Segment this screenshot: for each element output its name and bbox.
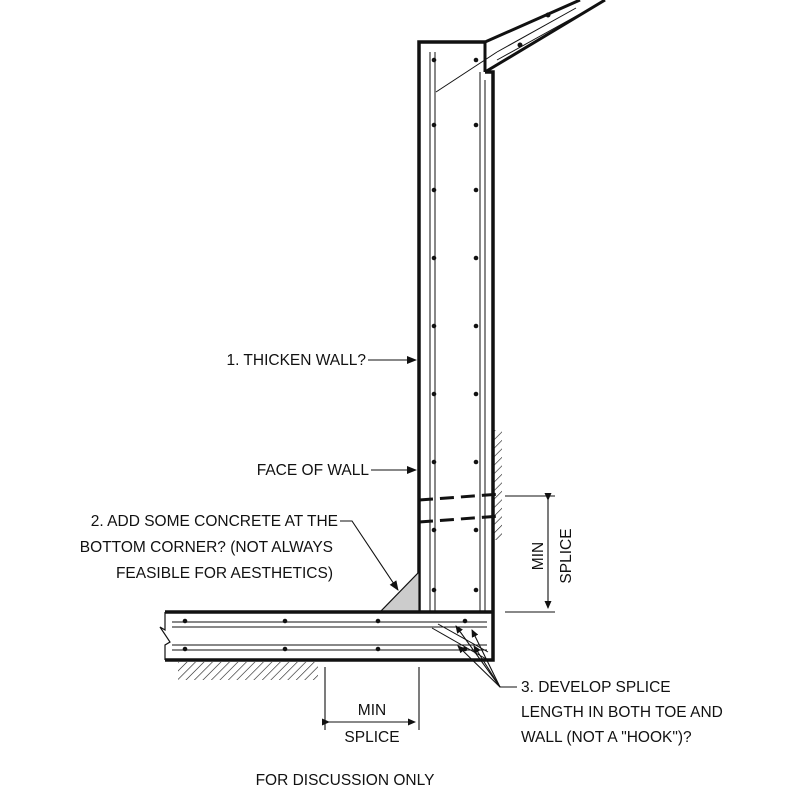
corner-haunch [378, 570, 420, 613]
rebar-dot-front [431, 122, 437, 128]
label-min-splice-wall: MIN SPLICE [530, 528, 575, 583]
rebar-dot-front [431, 527, 437, 533]
label-min-splice-wall-min: MIN [530, 542, 547, 570]
rebar-dot-top [375, 618, 381, 624]
label-develop-splice-line3: WALL (NOT A "HOOK")? [521, 729, 692, 746]
wall-stem [417, 40, 502, 612]
label-add-concrete-line1: 2. ADD SOME CONCRETE AT THE [91, 513, 338, 530]
wall-splice-dimension [505, 493, 555, 613]
rebar-dot-front [431, 255, 437, 261]
rebar-dot-top [462, 618, 468, 624]
label-add-concrete-line2: BOTTOM CORNER? (NOT ALWAYS [80, 539, 333, 556]
rebar-dot-front [431, 391, 437, 397]
rebar-dot-back [473, 57, 479, 63]
label-develop-splice-line2: LENGTH IN BOTH TOE AND [521, 704, 723, 721]
rebar-dot-back [473, 459, 479, 465]
label-face-of-wall: FACE OF WALL [257, 462, 370, 479]
rebar-dot-front [431, 323, 437, 329]
footer-note: FOR DISCUSSION ONLY [256, 772, 435, 789]
label-min-splice-toe-min: MIN [358, 702, 386, 719]
rebar-dot-front [431, 459, 437, 465]
footing [159, 610, 495, 680]
rebar-dot-top [182, 618, 188, 624]
label-develop-splice-line1: 3. DEVELOP SPLICE [521, 679, 671, 696]
rebar-dot-front [431, 187, 437, 193]
label-thicken-wall: 1. THICKEN WALL? [226, 352, 366, 369]
rebar-dot-back [473, 391, 479, 397]
rebar-dot-back [473, 587, 479, 593]
rebar-dot-back [473, 122, 479, 128]
rebar-dot-front [431, 587, 437, 593]
leaders [340, 356, 517, 688]
footing-rebar-dots [182, 618, 468, 652]
rebar-dot-back [473, 527, 479, 533]
label-add-concrete-line3: FEASIBLE FOR AESTHETICS) [116, 565, 333, 582]
rebar-dot-front [431, 57, 437, 63]
label-add-concrete: 2. ADD SOME CONCRETE AT THE BOTTOM CORNE… [80, 513, 338, 582]
rebar-dot-top [282, 618, 288, 624]
toe-splice-dimension [322, 667, 420, 730]
rebar-dot-back [473, 187, 479, 193]
label-min-splice-toe: MIN SPLICE [344, 702, 399, 746]
rebar-dot-bottom [375, 646, 381, 652]
label-develop-splice: 3. DEVELOP SPLICE LENGTH IN BOTH TOE AND… [521, 679, 723, 746]
label-min-splice-toe-splice: SPLICE [344, 729, 399, 746]
label-min-splice-wall-splice: SPLICE [558, 528, 575, 583]
rebar-dot-bottom [282, 646, 288, 652]
top-slab [483, 0, 606, 74]
rebar-dot-back [473, 323, 479, 329]
rebar-dot-bottom [182, 646, 188, 652]
rebar-dot-back [473, 255, 479, 261]
wall-rebar-dots [431, 57, 479, 593]
